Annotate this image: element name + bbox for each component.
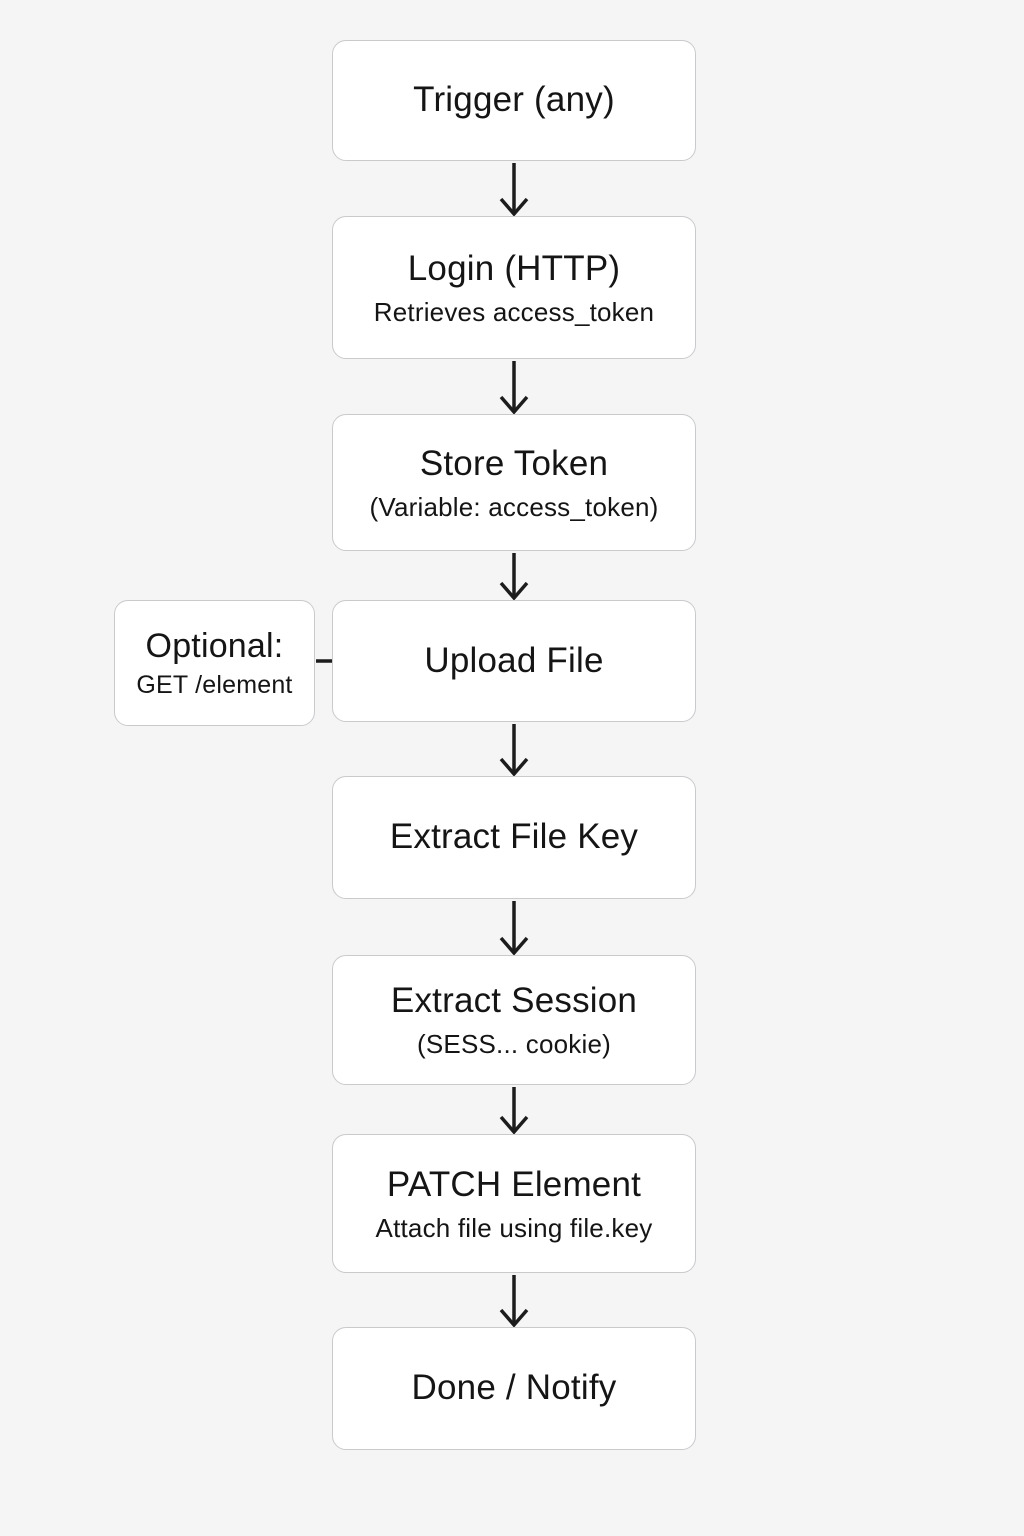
node-title: Trigger (any)	[413, 80, 615, 120]
node-extract-file-key: Extract File Key	[332, 776, 696, 899]
node-store-token: Store Token (Variable: access_token)	[332, 414, 696, 551]
node-title: Login (HTTP)	[407, 248, 621, 288]
node-subtitle: GET /element	[136, 670, 293, 699]
node-login: Login (HTTP) Retrieves access_token	[332, 216, 696, 359]
edge-arrow-store-token-upload-file	[499, 553, 529, 601]
node-optional: Optional: GET /element	[114, 600, 315, 726]
node-subtitle: Retrieves access_token	[373, 296, 655, 327]
edge-arrow-extract-session-patch-element	[499, 1087, 529, 1135]
node-title: Store Token	[419, 443, 609, 483]
edge-arrow-upload-file-extract-file-key	[499, 724, 529, 777]
node-trigger: Trigger (any)	[332, 40, 696, 161]
node-subtitle: Attach file using file.key	[375, 1212, 653, 1243]
node-patch-element: PATCH Element Attach file using file.key	[332, 1134, 696, 1273]
edge-arrow-trigger-login	[499, 163, 529, 217]
node-title: Upload File	[424, 640, 604, 680]
node-title: Extract Session	[390, 981, 638, 1021]
node-title: Extract File Key	[389, 817, 639, 857]
node-upload-file: Upload File	[332, 600, 696, 722]
edge-arrow-patch-element-done	[499, 1275, 529, 1328]
node-subtitle: (SESS... cookie)	[417, 1029, 611, 1060]
node-title: Done / Notify	[411, 1368, 617, 1408]
node-title: PATCH Element	[386, 1164, 642, 1204]
node-subtitle: (Variable: access_token)	[369, 491, 659, 522]
node-extract-session: Extract Session (SESS... cookie)	[332, 955, 696, 1085]
edge-arrow-login-store-token	[499, 361, 529, 415]
node-title: Optional:	[145, 626, 284, 665]
node-done: Done / Notify	[332, 1327, 696, 1450]
edge-arrow-extract-file-key-extract-session	[499, 901, 529, 956]
